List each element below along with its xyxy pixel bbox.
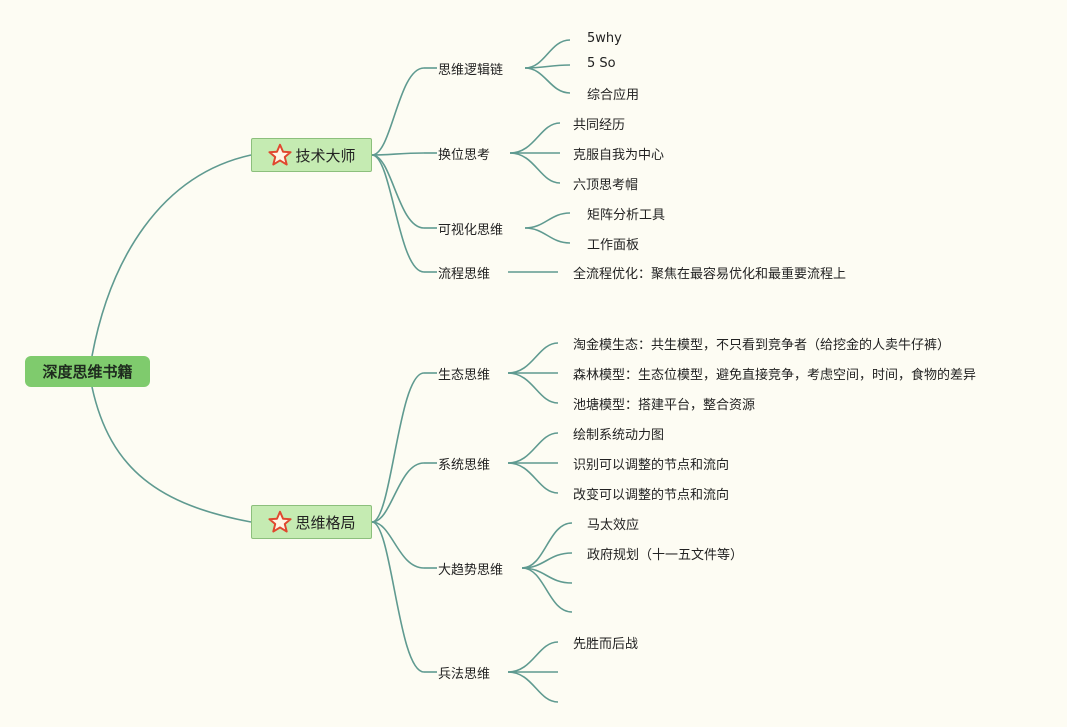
leaf-node[interactable]: 六顶思考帽: [573, 178, 639, 193]
sub-node[interactable]: 生态思维: [438, 368, 491, 383]
connector-b2s2-l1: [507, 432, 559, 464]
connector-root-branch-2: [91, 386, 252, 523]
leaf-node[interactable]: 全流程优化：聚焦在最容易优化和最重要流程上: [573, 267, 847, 282]
connector-b1-s1: [371, 67, 425, 156]
leaf-node[interactable]: 矩阵分析工具: [587, 208, 666, 223]
connector-b2s1-l3: [507, 372, 559, 404]
leaf-node[interactable]: 识别可以调整的节点和流向: [573, 458, 730, 473]
leaf-node[interactable]: 5why: [587, 31, 622, 46]
connector-b1-s3: [371, 154, 425, 229]
connector-s2-l3: [509, 152, 561, 184]
connector-b2s2-l3: [507, 462, 559, 494]
sub-node[interactable]: 兵法思维: [438, 667, 491, 682]
sub-node[interactable]: 可视化思维: [438, 223, 504, 238]
leaf-node[interactable]: 克服自我为中心: [573, 148, 665, 163]
connector-b1-s4: [371, 154, 425, 273]
sub-node[interactable]: 流程思维: [438, 267, 491, 282]
leaf-node[interactable]: 改变可以调整的节点和流向: [573, 488, 730, 503]
star-icon: [268, 510, 293, 533]
connector-b2-s2: [371, 462, 425, 523]
connector-b2s3-l4: [521, 567, 573, 613]
connector-s3-l1: [524, 212, 571, 229]
root-node[interactable]: 深度思维书籍: [25, 356, 150, 387]
branch-label-2: 思维格局: [295, 513, 356, 532]
leaf-node[interactable]: 综合应用: [587, 88, 640, 103]
leaf-node[interactable]: 马太效应: [587, 518, 640, 533]
leaf-node[interactable]: 绘制系统动力图: [573, 428, 665, 443]
leaf-node[interactable]: 淘金模生态：共生模型，不只看到竞争者（给挖金的人卖牛仔裤）: [573, 338, 951, 353]
sub-node[interactable]: 系统思维: [438, 458, 491, 473]
connector-b2-s4: [371, 521, 425, 673]
connector-root-branch-1: [91, 154, 252, 357]
connector-s2-l1: [509, 122, 561, 154]
connector-b1-s2: [371, 152, 425, 156]
branch-node-2[interactable]: 思维格局: [251, 505, 372, 539]
connector-b2s4-l3: [507, 671, 559, 703]
sub-node[interactable]: 思维逻辑链: [438, 63, 504, 78]
connector-b2s3-l1: [521, 522, 573, 569]
connector-b2-s3: [371, 521, 425, 569]
root-label: 深度思维书籍: [42, 363, 133, 381]
leaf-node[interactable]: 先胜而后战: [573, 637, 639, 652]
connector-s1-l1: [524, 39, 571, 69]
connector-s1-l3: [524, 67, 571, 94]
leaf-node[interactable]: 5 So: [587, 56, 616, 71]
sub-node[interactable]: 大趋势思维: [438, 563, 504, 578]
branch-label-1: 技术大师: [295, 146, 356, 165]
star-icon: [268, 143, 293, 166]
leaf-node[interactable]: 池塘模型：搭建平台，整合资源: [573, 398, 756, 413]
sub-node[interactable]: 换位思考: [438, 148, 491, 163]
leaf-node[interactable]: 工作面板: [587, 238, 640, 253]
leaf-node[interactable]: 森林模型：生态位模型，避免直接竞争，考虑空间，时间，食物的差异: [573, 368, 977, 383]
connector-b2s4-l1: [507, 641, 559, 673]
leaf-node[interactable]: 政府规划（十一五文件等）: [587, 548, 744, 563]
connector-s3-l2: [524, 227, 571, 244]
connector-b2-s1: [371, 372, 425, 523]
branch-node-1[interactable]: 技术大师: [251, 138, 372, 172]
connector-b2s1-l1: [507, 342, 559, 374]
leaf-node[interactable]: 共同经历: [573, 118, 626, 133]
